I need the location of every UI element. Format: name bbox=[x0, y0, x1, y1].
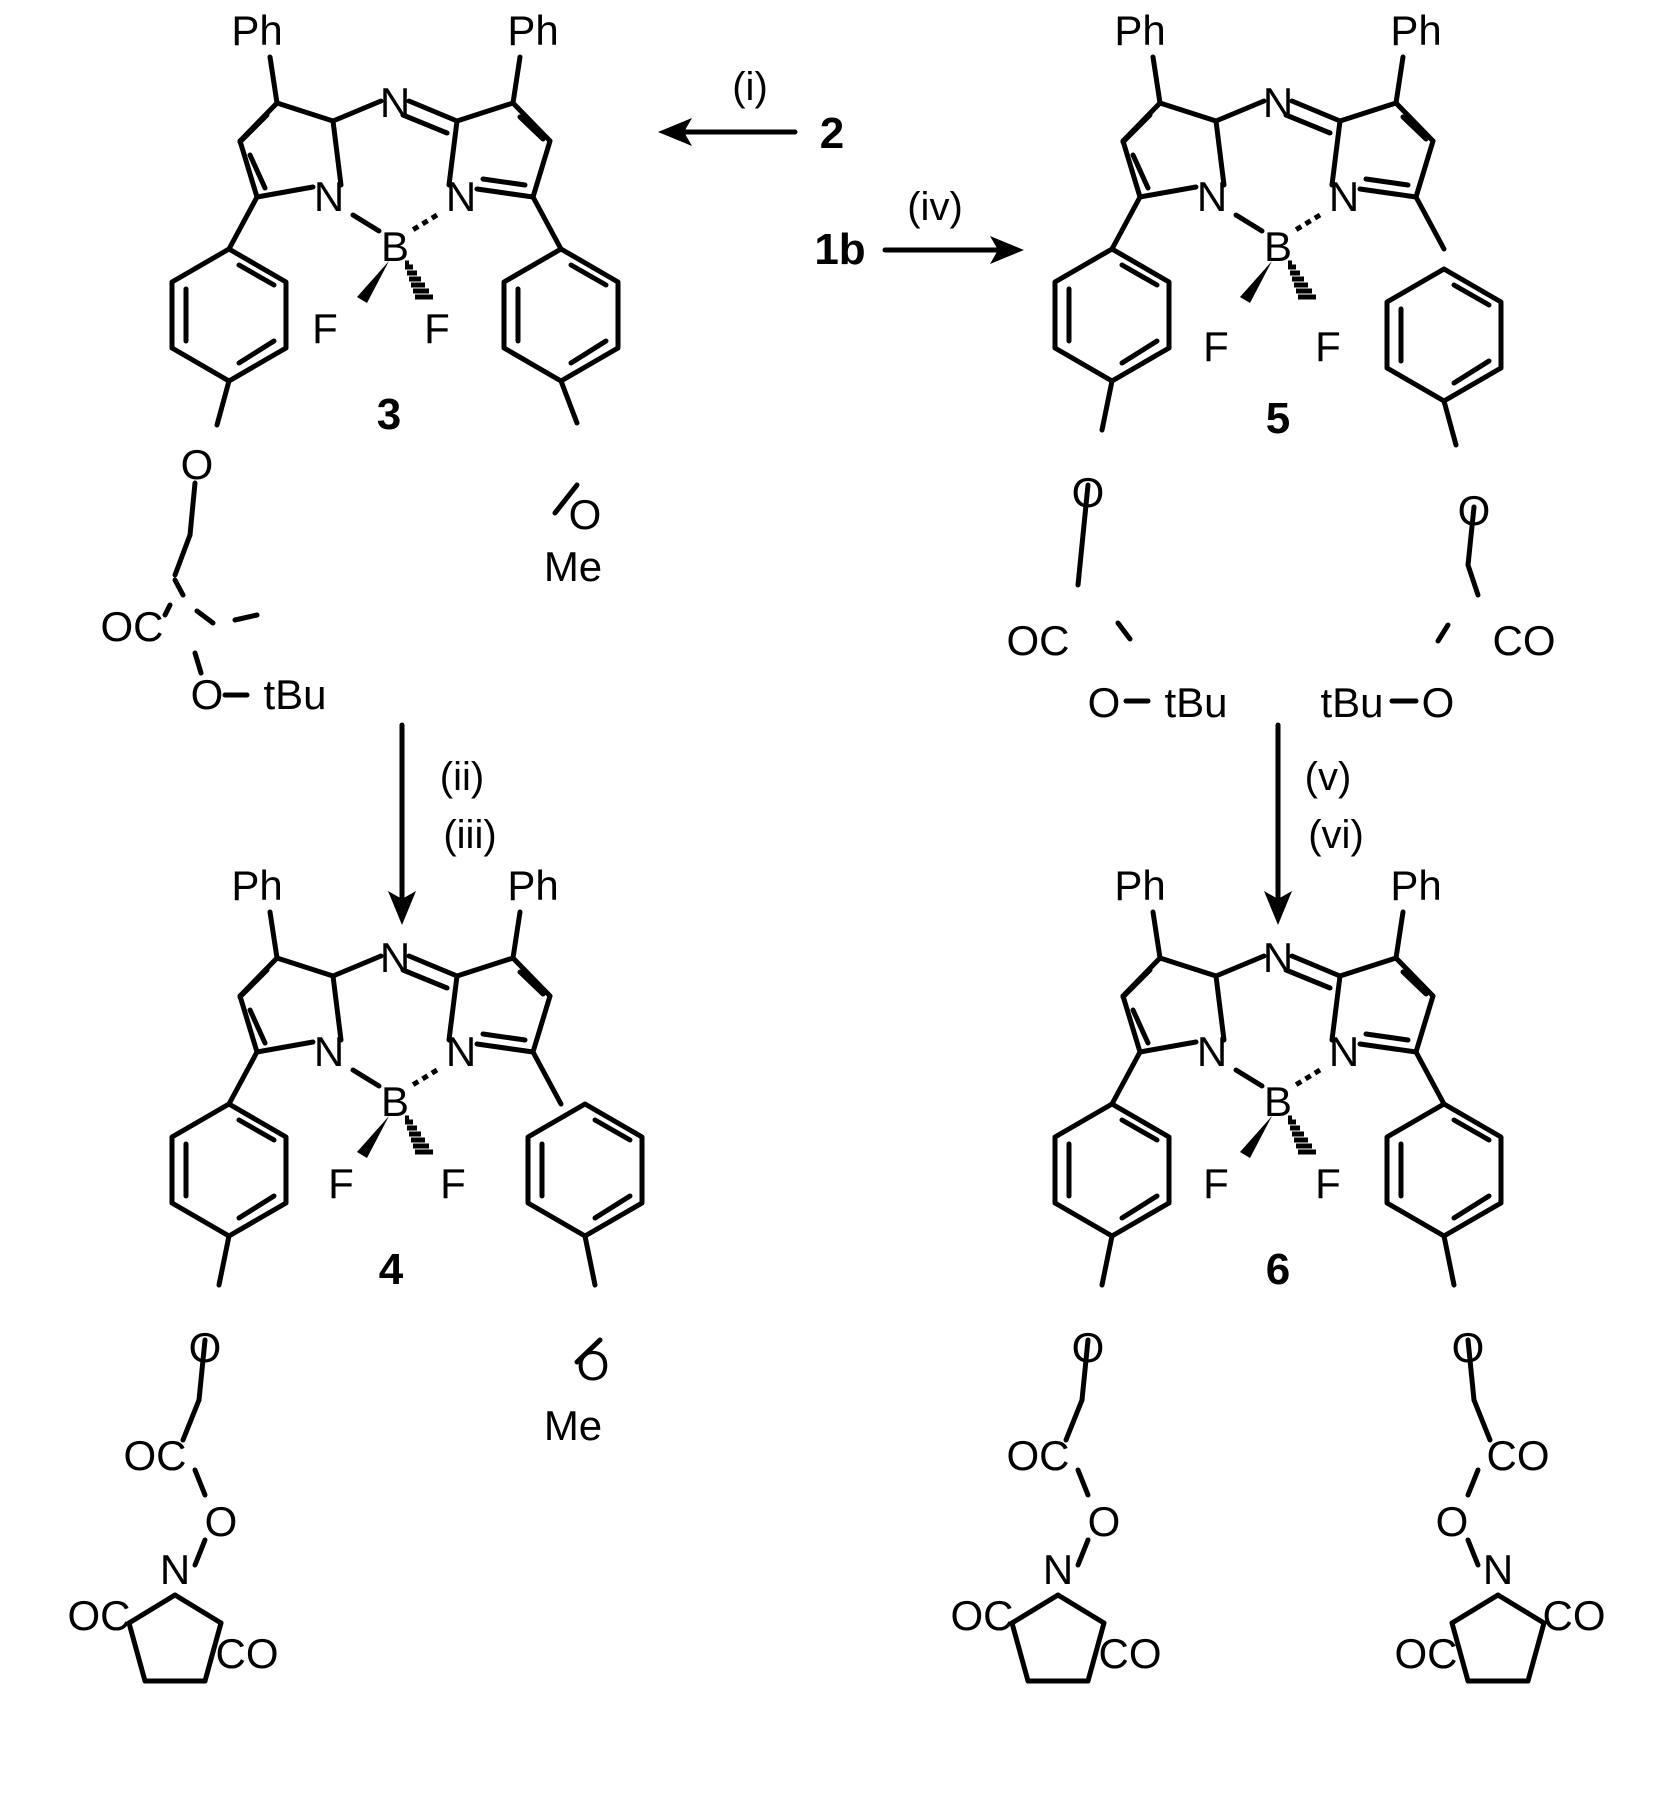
arrow-step-ii-iii: (ii) (iii) bbox=[388, 722, 497, 925]
compound-number: 4 bbox=[379, 1245, 404, 1294]
oc-label: OC bbox=[951, 1592, 1014, 1639]
arrow-step-i: (i) 2 bbox=[658, 65, 844, 158]
o-label: O bbox=[1072, 469, 1105, 516]
condition-label: (iv) bbox=[907, 185, 963, 229]
oc-label: OC bbox=[68, 1592, 131, 1639]
o-label: O bbox=[569, 491, 602, 538]
co-label: CO bbox=[1099, 1630, 1162, 1677]
f-label: F bbox=[1203, 323, 1229, 370]
f-label: F bbox=[1203, 1160, 1229, 1207]
bridge-n-label: N bbox=[380, 934, 410, 981]
oc-label: OC bbox=[1395, 1630, 1458, 1677]
me-label: Me bbox=[544, 1402, 602, 1449]
bridge-n-label: N bbox=[1263, 934, 1293, 981]
condition-label: (vi) bbox=[1308, 813, 1364, 857]
f-label: F bbox=[328, 1160, 354, 1207]
n-label: N bbox=[314, 173, 344, 220]
oc-label: OC bbox=[1007, 617, 1070, 664]
compound-4: Ph Ph N N N B F F 4 O OC O N OC CO O Me bbox=[68, 862, 643, 1681]
o-label: O bbox=[1452, 1324, 1485, 1371]
o-label: O bbox=[1088, 1498, 1121, 1545]
o-label: O bbox=[189, 1324, 222, 1371]
o-label: O bbox=[205, 1498, 238, 1545]
n-label: N bbox=[1329, 173, 1359, 220]
f-label: F bbox=[1315, 1160, 1341, 1207]
n-label: N bbox=[1197, 1028, 1227, 1075]
condition-label: (iii) bbox=[443, 813, 496, 857]
condition-label: (v) bbox=[1305, 755, 1352, 799]
oc-label: OC bbox=[101, 603, 164, 650]
tbu-label: tBu bbox=[1320, 679, 1383, 726]
o-label: O bbox=[181, 441, 214, 488]
o-label: O bbox=[1458, 487, 1491, 534]
bridge-n-label: N bbox=[1263, 79, 1293, 126]
compound-6: Ph Ph N N N B F F 6 O OC O N OC CO O CO … bbox=[951, 862, 1606, 1681]
f-label: F bbox=[440, 1160, 466, 1207]
tbu-label: tBu bbox=[1164, 679, 1227, 726]
n-label: N bbox=[1043, 1546, 1073, 1593]
ph-label: Ph bbox=[231, 862, 282, 909]
ph-label: Ph bbox=[1390, 7, 1441, 54]
co-label: CO bbox=[216, 1630, 279, 1677]
bridge-n-label: N bbox=[380, 79, 410, 126]
f-label: F bbox=[424, 305, 450, 352]
b-label: B bbox=[381, 1078, 409, 1125]
o-label: O bbox=[1436, 1498, 1469, 1545]
ph-label: Ph bbox=[231, 7, 282, 54]
ph-label: Ph bbox=[507, 862, 558, 909]
o-label: O bbox=[1088, 679, 1121, 726]
n-label: N bbox=[160, 1546, 190, 1593]
condition-label: (ii) bbox=[440, 755, 484, 799]
f-label: F bbox=[312, 305, 338, 352]
n-label: N bbox=[1483, 1546, 1513, 1593]
o-label: O bbox=[1422, 679, 1455, 726]
o-label: O bbox=[1072, 1324, 1105, 1371]
tbu-label: tBu bbox=[263, 671, 326, 718]
oc-label: OC bbox=[124, 1432, 187, 1479]
condition-label: (i) bbox=[732, 65, 768, 109]
arrow-step-iv: 1b (iv) bbox=[814, 185, 1024, 274]
compound-number: 5 bbox=[1266, 394, 1290, 443]
n-label: N bbox=[1197, 173, 1227, 220]
n-label: N bbox=[446, 173, 476, 220]
reactant-label: 1b bbox=[814, 225, 865, 274]
arrow-step-v-vi: (v) (vi) bbox=[1264, 722, 1364, 925]
co-label: CO bbox=[1493, 617, 1556, 664]
oc-label: OC bbox=[1007, 1432, 1070, 1479]
ph-label: Ph bbox=[1390, 862, 1441, 909]
n-label: N bbox=[314, 1028, 344, 1075]
compound-5: Ph Ph N N N B F F 5 O OC O tBu O CO O tB… bbox=[1007, 7, 1556, 726]
co-label: CO bbox=[1543, 1592, 1606, 1639]
o-label: O bbox=[577, 1342, 610, 1389]
b-label: B bbox=[1264, 1078, 1292, 1125]
reactant-label: 2 bbox=[820, 109, 844, 158]
ph-label: Ph bbox=[1114, 7, 1165, 54]
b-label: B bbox=[1264, 223, 1292, 270]
n-label: N bbox=[1329, 1028, 1359, 1075]
compound-number: 6 bbox=[1266, 1245, 1290, 1294]
ph-label: Ph bbox=[507, 7, 558, 54]
me-label: Me bbox=[544, 543, 602, 590]
f-label: F bbox=[1315, 323, 1341, 370]
compound-number: 3 bbox=[377, 390, 401, 439]
ph-label: Ph bbox=[1114, 862, 1165, 909]
b-label: B bbox=[381, 223, 409, 270]
o-label: O bbox=[191, 671, 224, 718]
co-label: CO bbox=[1487, 1432, 1550, 1479]
compound-3: Ph Ph N N N B F F 3 O OC O tBu O Me bbox=[101, 7, 619, 718]
n-label: N bbox=[446, 1028, 476, 1075]
